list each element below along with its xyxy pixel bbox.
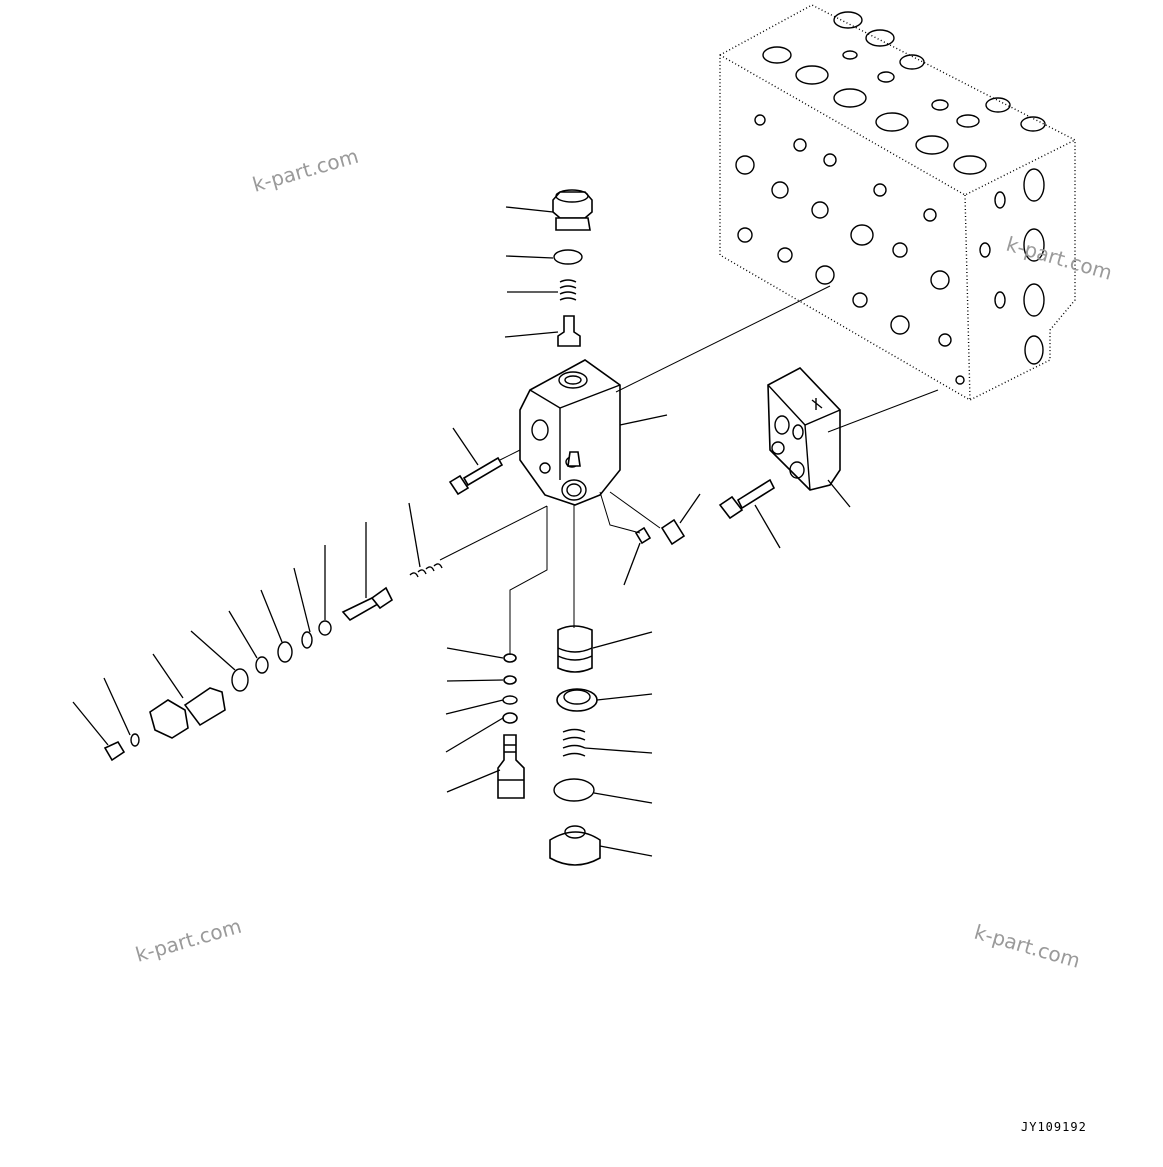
watermark-2: k-part.com bbox=[1004, 232, 1115, 285]
watermark-1: k-part.com bbox=[250, 144, 361, 197]
small-poppet-stack bbox=[497, 653, 525, 799]
end-cover-plate bbox=[767, 367, 841, 491]
section-valve-body bbox=[519, 359, 621, 506]
center-lines bbox=[439, 285, 939, 655]
lower-stack bbox=[549, 625, 601, 866]
leader-lines bbox=[72, 206, 851, 857]
main-valve-block bbox=[719, 4, 1076, 401]
upper-stack bbox=[552, 189, 593, 347]
bolts-and-fittings bbox=[448, 451, 776, 546]
drawing-code: JY109192 bbox=[1021, 1120, 1087, 1134]
watermark-3: k-part.com bbox=[133, 914, 244, 967]
left-relief-assembly bbox=[103, 563, 443, 762]
watermark-4: k-part.com bbox=[972, 920, 1083, 973]
